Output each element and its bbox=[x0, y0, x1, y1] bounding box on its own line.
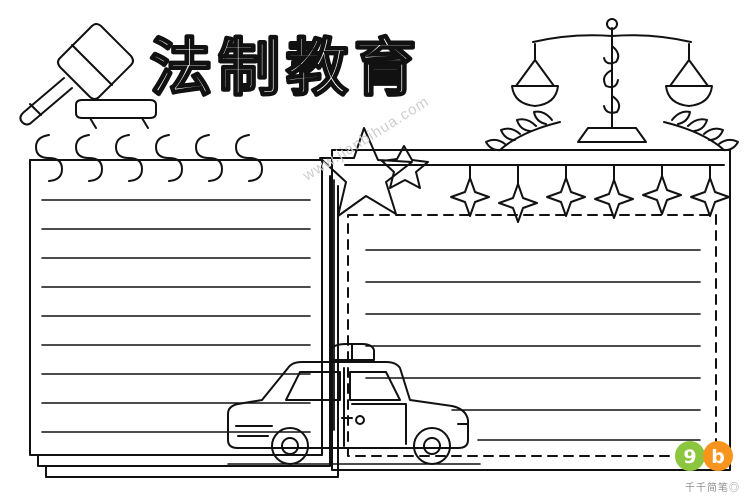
notebook-ruled-lines bbox=[41, 199, 311, 433]
brand-caption: 千千简笔◎ bbox=[685, 483, 740, 494]
star-cluster bbox=[319, 127, 429, 431]
hanging-stars-garland bbox=[450, 165, 730, 223]
police-car-illustration bbox=[227, 343, 481, 465]
judge-gavel-icon bbox=[19, 23, 157, 129]
svg-text:b: b bbox=[711, 446, 725, 468]
right-panel-ruled-lines bbox=[365, 249, 701, 441]
spiral-notebook-panel bbox=[29, 159, 339, 478]
brand-logo-icon: 9 b bbox=[675, 441, 733, 471]
spiral-rings bbox=[35, 134, 263, 182]
justice-scales-icon bbox=[485, 18, 739, 152]
svg-text:9: 9 bbox=[683, 446, 696, 468]
